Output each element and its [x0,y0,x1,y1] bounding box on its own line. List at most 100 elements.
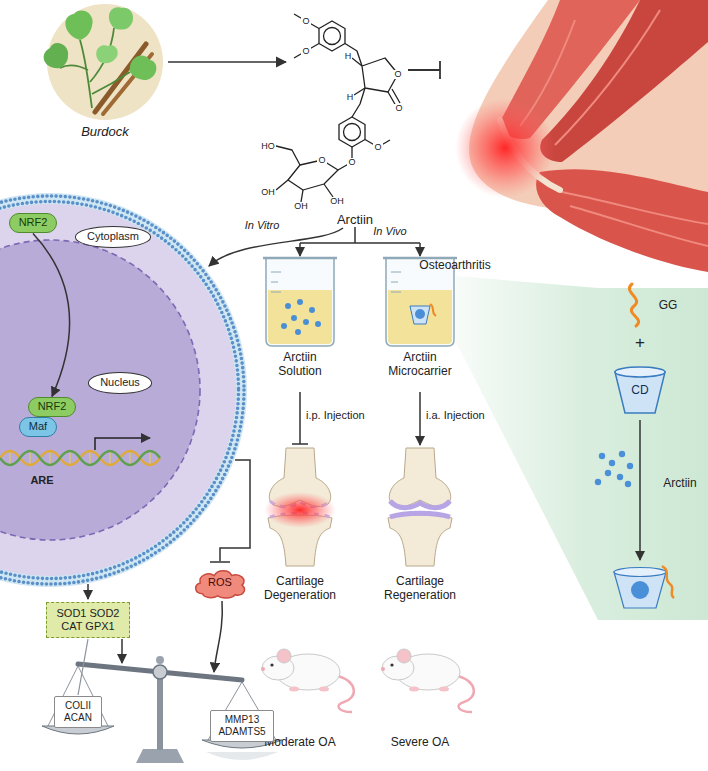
text-label: Cartilage Regeneration [374,574,466,603]
atom-label: OH [329,197,345,206]
mouse-part [261,667,265,671]
mouse-part [409,687,419,692]
mouse-part [439,687,449,692]
node-text: ROS [203,576,237,589]
balance-scale-part [206,752,278,760]
text-label: Cartilage Degeneration [254,574,346,603]
arctiin-dots-part [599,453,605,459]
beaker-part [295,329,301,335]
weight-box: MMP13 ADAMTS5 [210,710,274,742]
burdock-plant-part [96,45,117,63]
atom-label: O [394,104,403,113]
arctiin-structure-part [344,124,361,141]
microcarrier-part [631,581,649,599]
arctiin-structure [276,14,400,202]
arctiin-dots-part [605,470,611,476]
beaker-part [266,258,334,346]
beaker [263,258,337,346]
text-label: In Vivo [373,225,406,238]
knee-illustration [455,0,708,272]
dna-helix [0,451,160,465]
beaker-part [303,319,309,325]
text-label: Arctiin [337,212,373,228]
text-label: i.p. Injection [306,409,365,422]
protein-pill: Maf [19,417,57,436]
balance-scale-part [78,664,242,680]
knee-illustration-part [455,98,555,198]
microcarrier [614,566,674,608]
text-label: ARE [30,474,53,487]
beaker-part [268,290,332,344]
text-label: GG [659,298,678,312]
arctiin-structure-part [339,117,365,147]
arctiin-structure-part [301,190,303,202]
weight-box: COLII ACAN [54,696,102,728]
beaker-part [315,321,321,327]
text-label: Arctiin [663,476,696,490]
arctiin-structure-part [324,28,341,45]
atom-label: O [317,156,326,165]
mouse [261,649,354,712]
arrow [168,61,286,63]
arrow [639,420,641,560]
cyclodextrin-cup: CD [612,364,668,416]
mouse-part [381,667,385,671]
regenerated-knee-part [388,515,452,566]
cell-part [0,202,239,579]
text-label: Burdock [81,124,129,140]
arctiin-dots-part [609,460,615,466]
arrow [121,639,123,663]
node-text: Cytoplasm [87,230,139,243]
mouse-part [270,663,273,666]
text-label: Osteoarthritis [419,258,490,272]
atom-label: O [301,47,310,56]
mouse-part [338,676,354,712]
atom-label: H [346,93,355,102]
inhibition-line [292,392,308,444]
arctiin-dots [595,451,633,487]
beaker-part [430,304,436,316]
burdock-plant-part [65,10,92,40]
regenerated-knee-part [390,513,450,517]
node-text: CD [622,383,658,397]
balance-scale [42,656,282,763]
arctiin-dots-part [617,474,623,480]
burdock-plant-part [109,7,133,29]
cell-part [0,204,236,576]
node-text: SOD1 SOD2 CAT GPX1 [53,607,123,633]
mouse-part [397,649,411,663]
beaker-part [291,315,297,321]
cell-part [0,193,247,587]
regenerated-knee-part [389,448,450,507]
connector [33,234,70,397]
burdock-plant-part [60,28,130,108]
gellan-gum [629,284,638,326]
arctiin-structure-part [276,180,288,190]
beaker-part [297,299,303,305]
text-label: In Vitro [245,219,280,232]
balance-scale-part [153,665,167,679]
beaker-part [263,257,337,260]
knee-illustration-part [540,0,708,162]
microcarrier-part [662,566,674,598]
atom-label: O [373,143,382,152]
text-label: Arctiin Microcarrier [380,350,460,379]
protein-pill: NRF2 [9,213,58,232]
beaker-part [309,307,315,313]
text-label: i.a. Injection [426,409,485,422]
arrow [419,243,421,256]
beaker-part [271,272,281,292]
cloud-outline-part [196,571,245,598]
balance-scale-part [156,656,164,664]
arctiin-dots-part [619,451,625,457]
node-text: Nucleus [100,376,140,389]
atom-label: H [344,52,353,61]
arrow [87,584,89,599]
atom-label: OH [293,202,309,211]
beaker-part [410,306,430,324]
zoom-wedge [456,276,708,620]
arrow [214,601,222,672]
text-label: Arctiin Solution [264,350,336,379]
microcarrier-part [614,572,666,608]
